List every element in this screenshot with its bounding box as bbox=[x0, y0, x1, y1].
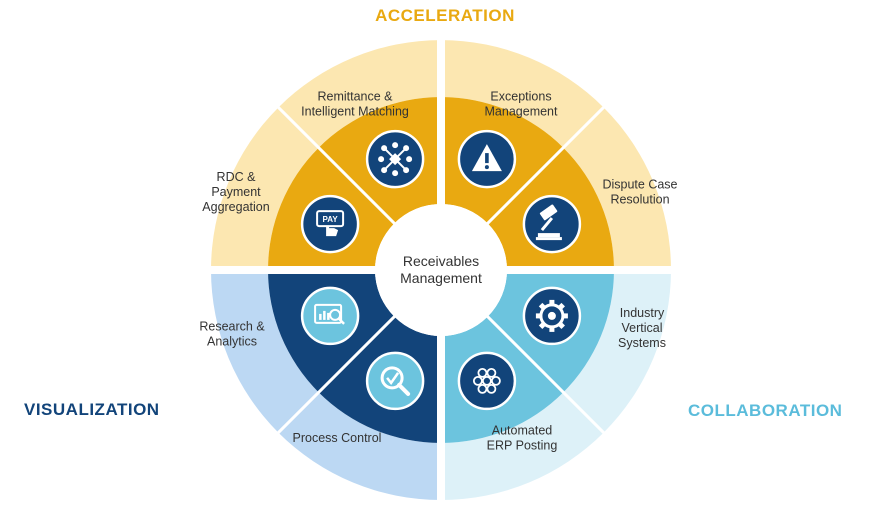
gavel-icon bbox=[522, 194, 582, 254]
segment-label-exceptions-line-1: Exceptions bbox=[490, 90, 551, 104]
collaboration-outer-band bbox=[441, 270, 671, 500]
segment-label-research-line-2: Analytics bbox=[207, 335, 257, 349]
segment-label-industry-line-2: Vertical bbox=[622, 321, 663, 335]
segment-label-industry-line-3: Systems bbox=[618, 336, 666, 350]
segment-label-rdc-line-1: RDC & bbox=[217, 170, 257, 184]
segment-label-rdc-line-2: Payment bbox=[211, 185, 261, 199]
visualization-outer-band bbox=[211, 270, 441, 500]
outer-ring bbox=[211, 40, 671, 500]
warning-triangle-icon bbox=[457, 129, 517, 189]
hexagon-network-icon bbox=[457, 351, 517, 411]
segment-label-exceptions-line-2: Management bbox=[485, 105, 558, 119]
visualization-heading: VISUALIZATION bbox=[24, 400, 160, 419]
segment-label-remittance-line-2: Intelligent Matching bbox=[301, 105, 409, 119]
center-label-line-1: Receivables bbox=[403, 253, 479, 269]
collaboration-heading: COLLABORATION bbox=[688, 401, 843, 420]
gear-cycle-icon bbox=[522, 286, 582, 346]
segment-label-industry-line-1: Industry bbox=[620, 306, 665, 320]
center-label-line-2: Management bbox=[400, 270, 482, 286]
network-nodes-icon bbox=[365, 129, 425, 189]
analytics-monitor-icon bbox=[300, 286, 360, 346]
segment-label-process-line-1: Process Control bbox=[293, 431, 382, 445]
pay-card-hand-icon: PAY bbox=[300, 194, 360, 254]
segment-label-dispute-line-1: Dispute Case bbox=[602, 178, 677, 192]
icon-layer: PAY bbox=[300, 129, 582, 411]
pay-icon-text: PAY bbox=[323, 215, 339, 224]
acceleration-heading: ACCELERATION bbox=[375, 6, 515, 25]
segment-label-erp-line-1: Automated bbox=[492, 424, 553, 438]
acceleration-outer-band bbox=[211, 40, 671, 270]
center-circle bbox=[375, 204, 507, 336]
segment-label-dispute-line-2: Resolution bbox=[610, 193, 669, 207]
segment-label-remittance-line-1: Remittance & bbox=[317, 90, 393, 104]
segment-label-research-line-1: Research & bbox=[199, 320, 265, 334]
segment-label-rdc-line-3: Aggregation bbox=[202, 200, 269, 214]
segment-label-erp-line-2: ERP Posting bbox=[487, 439, 558, 453]
magnifier-check-icon bbox=[365, 351, 425, 411]
center-hub: Receivables Management bbox=[375, 204, 507, 336]
